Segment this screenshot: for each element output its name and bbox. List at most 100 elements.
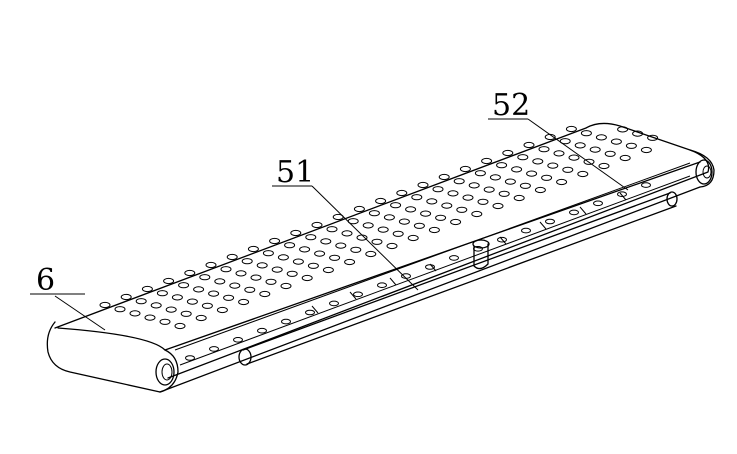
perforation-hole bbox=[604, 150, 616, 157]
perforation-hole bbox=[184, 269, 196, 277]
perforation-hole bbox=[129, 310, 141, 317]
perforation-hole bbox=[432, 186, 444, 193]
inner-rail-upper bbox=[174, 162, 691, 351]
perforation-hole bbox=[233, 337, 243, 343]
perforation-hole bbox=[256, 262, 268, 269]
perforation-hole bbox=[532, 158, 544, 165]
nozzle-blocks bbox=[311, 192, 627, 314]
perforation-hole bbox=[496, 162, 508, 169]
perforation-hole bbox=[610, 138, 622, 145]
perforation-hole bbox=[208, 290, 220, 297]
perforation-hole bbox=[144, 314, 156, 321]
perforation-hole bbox=[547, 162, 559, 169]
perforation-hole bbox=[456, 206, 468, 213]
perforation-hole bbox=[220, 266, 232, 273]
perforation-hole bbox=[593, 200, 603, 207]
perforation-hole bbox=[407, 234, 419, 242]
perforation-hole bbox=[413, 222, 425, 229]
perforation-hole bbox=[492, 202, 504, 210]
perforation-hole bbox=[199, 274, 211, 281]
perforation-hole bbox=[375, 197, 387, 205]
perforation-hole bbox=[305, 309, 315, 316]
perforation-hole bbox=[462, 194, 474, 201]
perforation-hole bbox=[568, 154, 580, 161]
perforation-hole bbox=[365, 250, 377, 258]
perforation-hole bbox=[247, 245, 259, 253]
perforation-hole bbox=[583, 158, 595, 165]
belt-top-surface bbox=[54, 122, 710, 379]
perforation-hole bbox=[322, 266, 334, 274]
perforation-hole bbox=[447, 190, 459, 197]
perforation-hole bbox=[504, 178, 516, 185]
perforation-hole bbox=[356, 234, 368, 241]
perforation-hole bbox=[201, 302, 213, 309]
perforation-hole bbox=[329, 254, 341, 261]
perforation-hole bbox=[277, 254, 289, 261]
perforation-hole bbox=[545, 218, 555, 225]
perforation-hole bbox=[368, 210, 380, 217]
belt-front-edge bbox=[57, 161, 701, 351]
perforation-hole bbox=[280, 282, 292, 290]
perforation-hole bbox=[238, 298, 250, 306]
perforation-hole bbox=[497, 236, 507, 243]
perforation-hole bbox=[165, 306, 177, 313]
perforation-hole bbox=[257, 327, 267, 334]
perforation-hole bbox=[259, 290, 271, 298]
perforation-hole bbox=[229, 282, 241, 289]
perforation-hole bbox=[329, 300, 339, 307]
perforation-hole bbox=[250, 274, 262, 281]
perforation-hole bbox=[569, 209, 579, 216]
perforation-hole bbox=[307, 262, 319, 269]
perforation-hole bbox=[193, 286, 205, 293]
perforation-hole bbox=[392, 230, 404, 237]
perforation-hole bbox=[180, 310, 192, 317]
perforation-hole bbox=[335, 242, 347, 249]
perforation-hole bbox=[141, 285, 153, 293]
perforation-hole bbox=[565, 125, 577, 133]
perforation-hole bbox=[580, 130, 592, 137]
perforation-hole bbox=[214, 278, 226, 285]
perforation-hole bbox=[598, 162, 610, 170]
perforation-hole bbox=[262, 250, 274, 257]
perforation-hole bbox=[641, 182, 651, 188]
perforation-hole bbox=[185, 355, 195, 361]
perforation-hole bbox=[320, 238, 332, 245]
perforation-hole bbox=[513, 194, 525, 202]
right-roller bbox=[689, 149, 715, 188]
perforation-hole bbox=[286, 270, 298, 277]
perforation-hole bbox=[632, 130, 644, 137]
perforation-hole bbox=[483, 186, 495, 193]
perforation-hole bbox=[216, 306, 228, 314]
perforation-hole bbox=[314, 250, 326, 257]
perforation-hole bbox=[417, 181, 429, 189]
perforation-hole bbox=[135, 298, 147, 305]
perforation-hole bbox=[326, 226, 338, 233]
perforation-hole bbox=[511, 166, 523, 173]
perforation-hole bbox=[99, 301, 111, 309]
perforation-hole bbox=[281, 318, 291, 325]
perforation-hole bbox=[186, 298, 198, 305]
perforation-hole bbox=[396, 189, 408, 197]
perforation-hole bbox=[209, 346, 219, 352]
perforation-hole bbox=[174, 322, 186, 330]
perforation-hole bbox=[489, 174, 501, 181]
perforation-hole bbox=[420, 210, 432, 217]
perforation-hole bbox=[398, 218, 410, 225]
perforation-hole bbox=[577, 170, 589, 178]
perforation-hole bbox=[405, 206, 417, 213]
nozzle-fitting bbox=[472, 239, 490, 270]
perforation-hole bbox=[235, 270, 247, 277]
perforation-hole bbox=[617, 126, 629, 133]
perforation-hole bbox=[301, 274, 313, 282]
perforation-hole bbox=[299, 246, 311, 253]
perforation-hole bbox=[353, 291, 363, 298]
perforation-hole bbox=[521, 227, 531, 234]
perforation-hole bbox=[595, 134, 607, 141]
label-nozzle-group: 52 bbox=[492, 88, 530, 123]
perforation-hole bbox=[284, 242, 296, 249]
perforation-hole bbox=[269, 237, 281, 245]
perforation-hole bbox=[120, 293, 132, 301]
perforation-hole bbox=[178, 282, 190, 289]
perforation-hole bbox=[411, 194, 423, 201]
perforation-hole bbox=[386, 242, 398, 250]
